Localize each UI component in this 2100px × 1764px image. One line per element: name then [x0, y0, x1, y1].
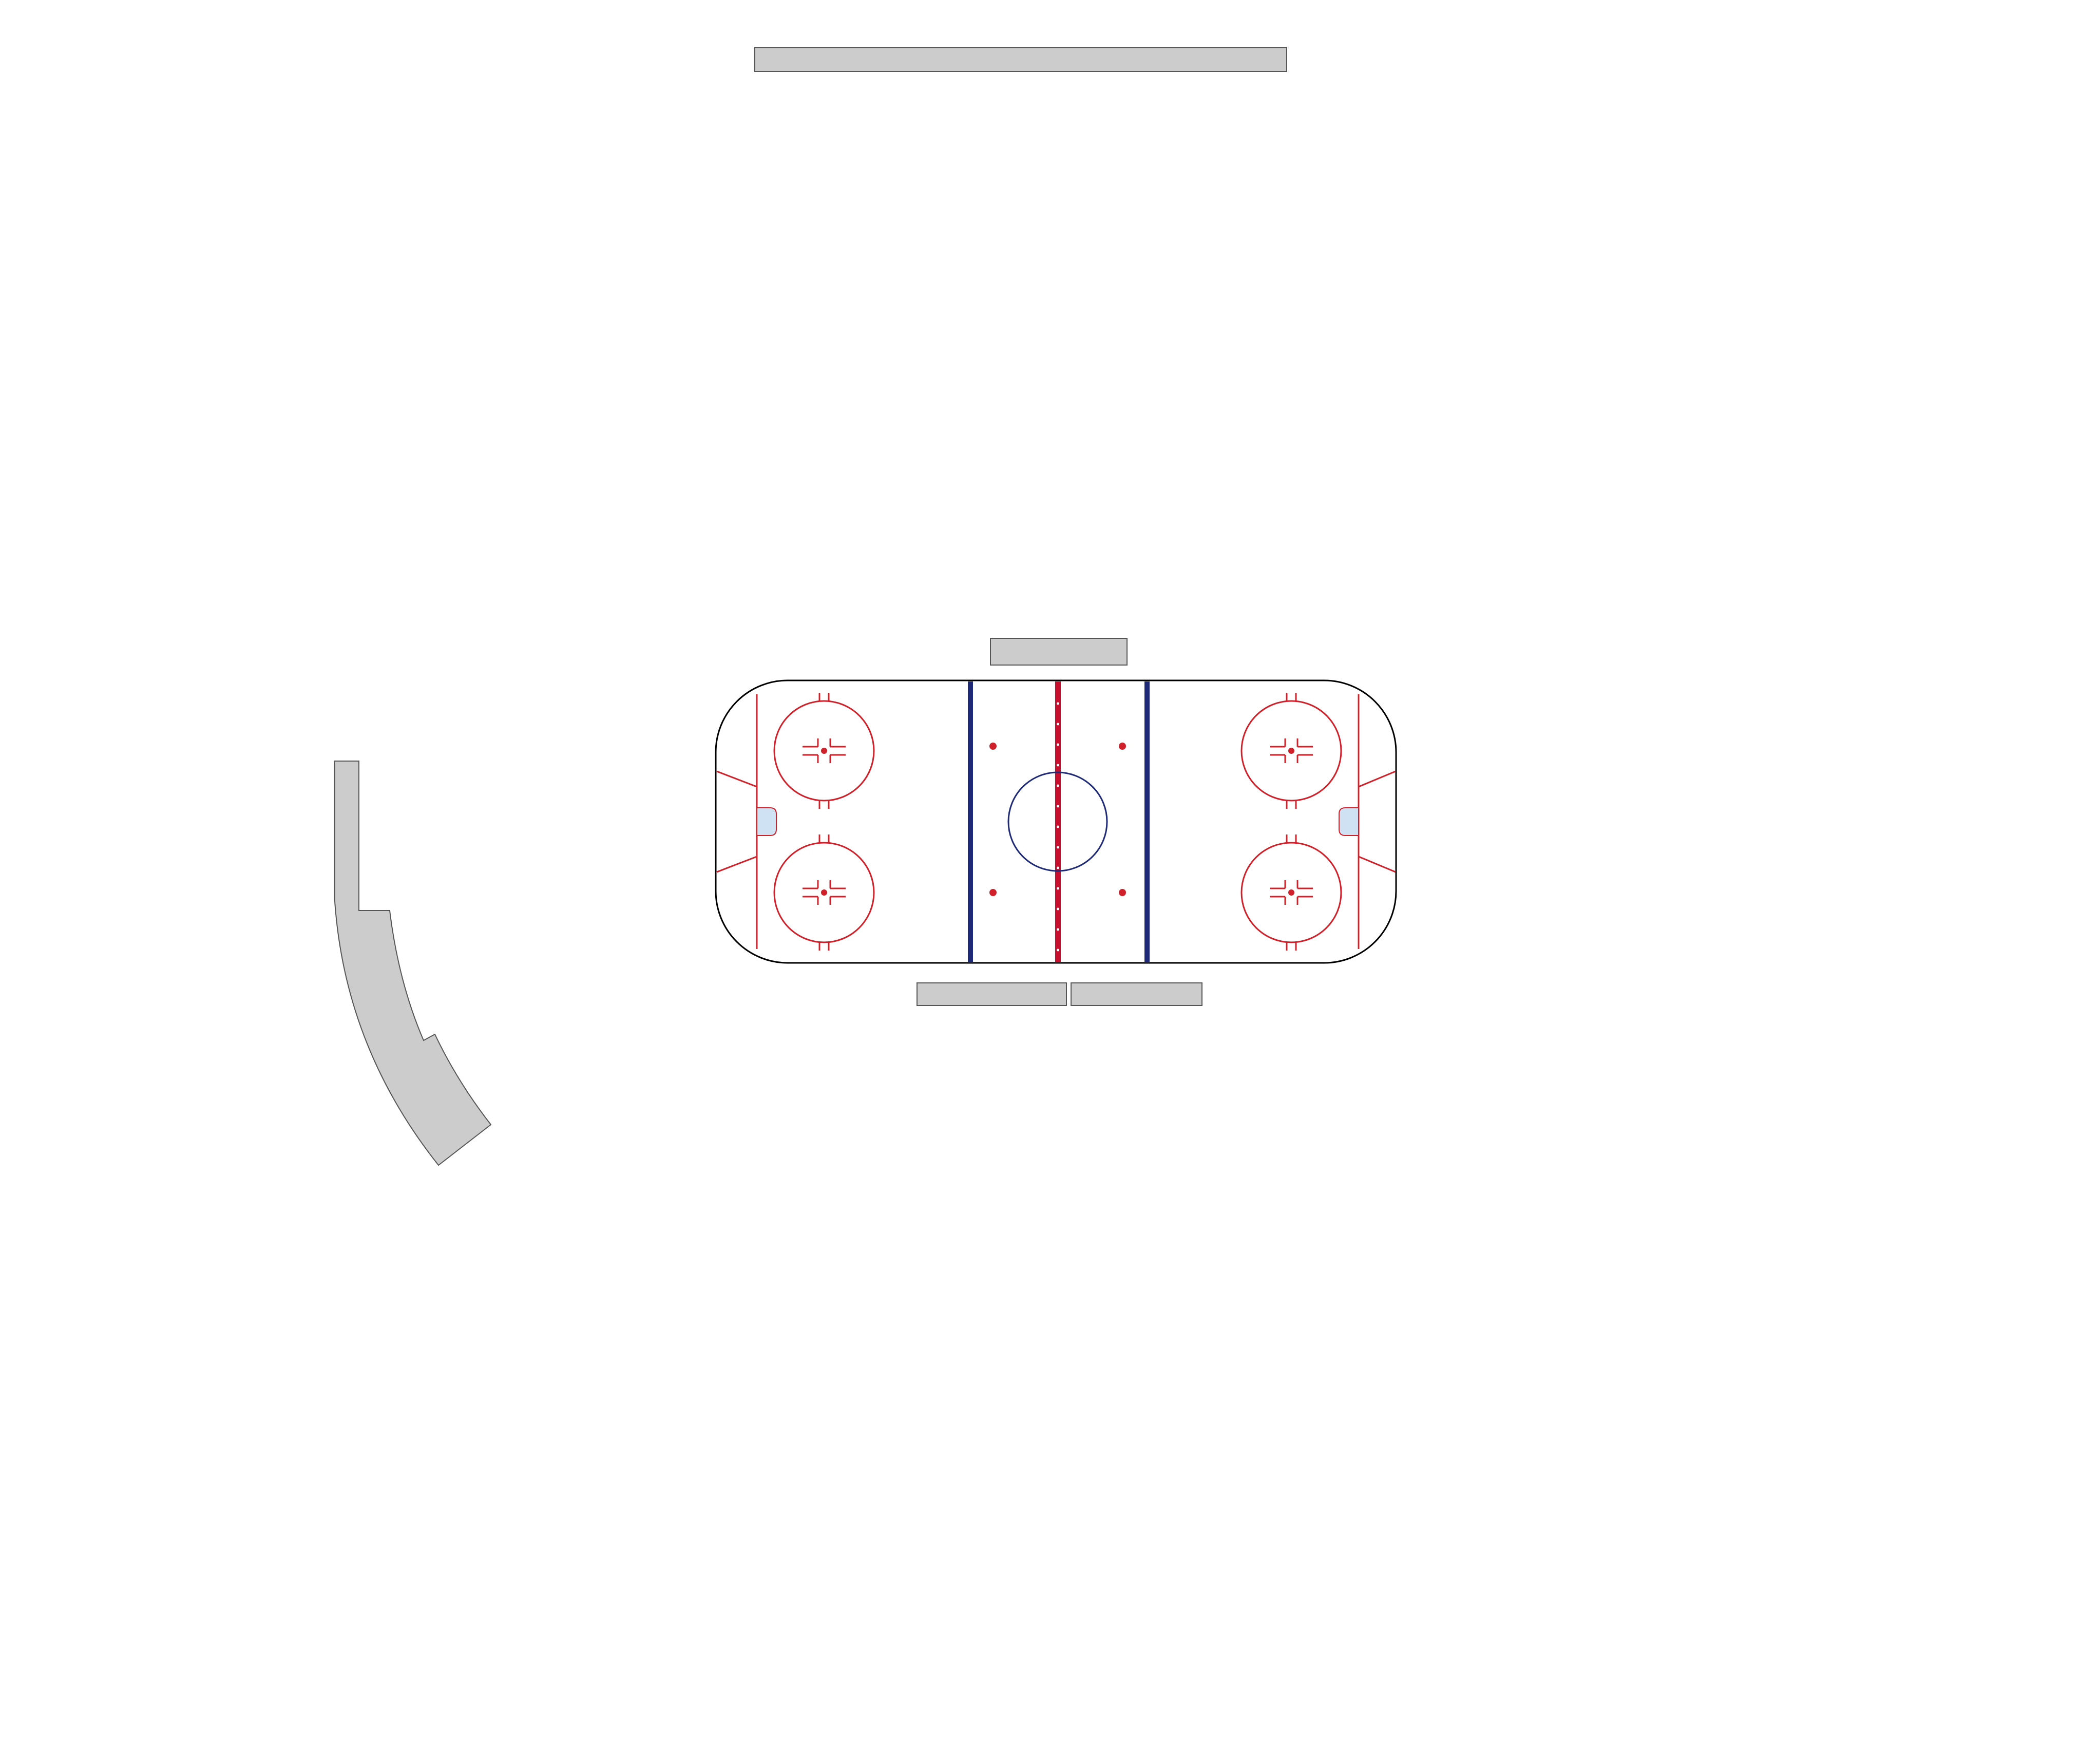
blue-line-left — [968, 681, 973, 962]
faceoff-circle-left-top — [773, 693, 875, 809]
neutral-zone-dots — [989, 743, 1126, 896]
trapezoid-left — [716, 770, 757, 873]
faceoff-circle-right-top — [1240, 693, 1342, 809]
goal-crease-left — [756, 807, 777, 836]
faceoff-circle-left-bottom — [773, 834, 875, 951]
blue-line-right — [1144, 681, 1150, 962]
section-top-near[interactable] — [990, 638, 1128, 666]
hockey-rink — [715, 679, 1397, 964]
trapezoid-right — [1358, 770, 1396, 873]
center-red-line — [1055, 681, 1061, 962]
goal-crease-right — [1339, 807, 1359, 836]
faceoff-circle-right-bottom — [1240, 834, 1342, 951]
center-line-dots — [1057, 702, 1059, 952]
section-bottom-left[interactable] — [917, 982, 1067, 1006]
section-left-curved[interactable] — [334, 761, 492, 1166]
section-top-far[interactable] — [754, 47, 1287, 72]
section-bottom-right[interactable] — [1071, 982, 1202, 1006]
center-faceoff-circle — [1007, 771, 1108, 872]
